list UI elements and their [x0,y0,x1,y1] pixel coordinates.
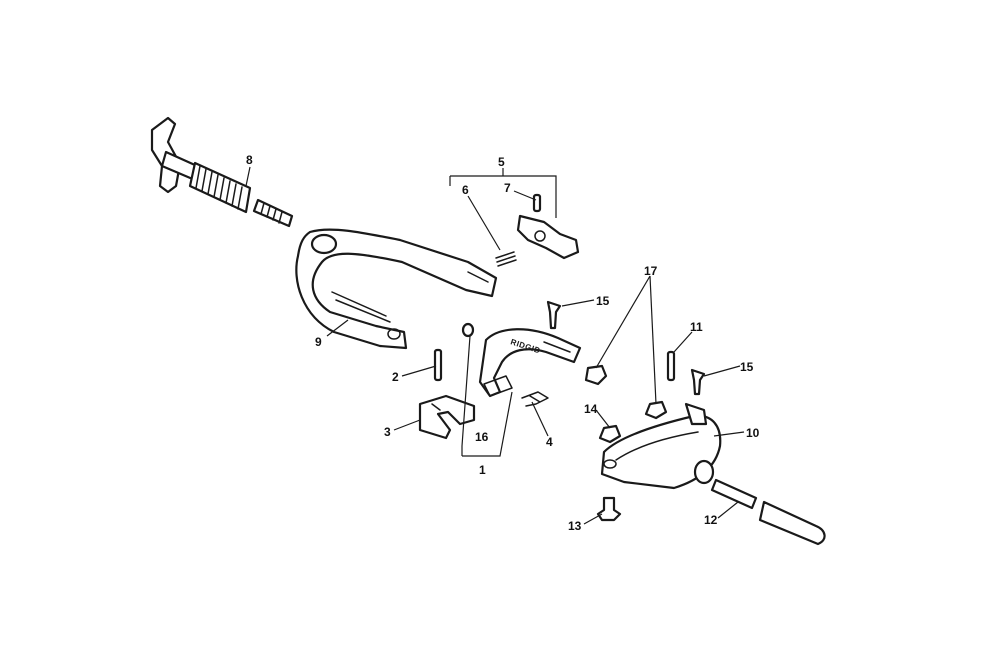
nut-part [598,424,622,444]
callout-14: 14 [584,402,598,416]
cam-assembly-part [495,193,580,267]
callout-4: 4 [546,435,553,449]
callout-5: 5 [498,155,505,169]
leader-lines [245,166,745,525]
callout-16: 16 [475,430,489,444]
callout-15: 15 [740,360,754,374]
callout-2: 2 [392,370,399,384]
screw-part [546,300,706,396]
bolt-part [596,496,622,522]
callout-9: 9 [315,335,322,349]
callout-10: 10 [746,426,760,440]
handle-part [710,478,826,546]
roller-part [461,322,475,338]
callout-13: 13 [568,519,582,533]
callout-6: 6 [462,183,469,197]
callout-3: 3 [384,425,391,439]
callout-labels: 1 2 3 4 5 6 7 8 9 10 11 12 13 14 15 15 1… [246,153,760,533]
spring-clip-part [521,391,549,407]
frame-part [295,228,498,350]
callout-12: 12 [704,513,718,527]
callout-15: 15 [596,294,610,308]
pin-part [666,350,676,382]
callout-8: 8 [246,153,253,167]
feed-screw-part [150,116,294,228]
cutter-holder-part [418,394,476,440]
callout-1: 1 [479,463,486,477]
ring-half-part [600,402,722,490]
pin-part [433,348,443,382]
callout-7: 7 [504,181,511,195]
nut-part [584,364,668,420]
callout-11: 11 [690,320,703,334]
cutter-ring-part: RIDGID [478,328,582,398]
callout-17: 17 [644,264,658,278]
